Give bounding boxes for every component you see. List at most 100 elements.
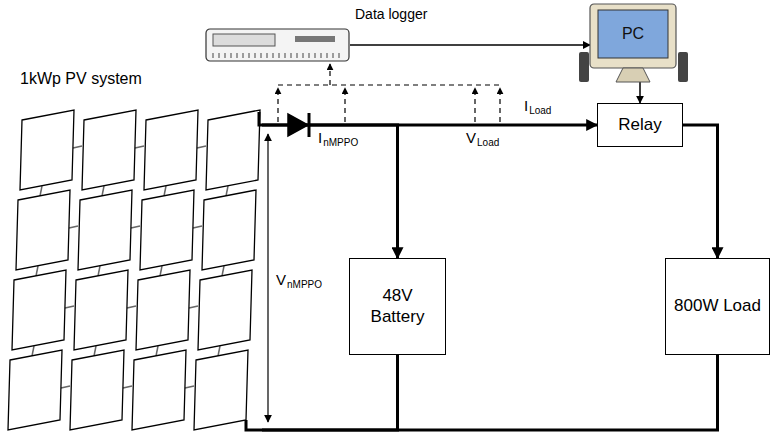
pv-panel [8,350,62,430]
monitor-screen [598,10,668,58]
logger-terminal [321,53,322,58]
pv-panels [0,70,262,436]
signal-subscript: nMPPO [323,138,358,148]
logger-body [206,29,349,61]
logger-slot [295,36,335,42]
logger-terminal [225,53,226,58]
node-text: PC [598,10,668,58]
pv-panel [20,110,74,190]
node-text: 48V Battery [356,286,439,327]
signal-link [639,82,641,103]
panel-link [189,306,198,308]
logger-terminal [237,53,238,58]
panel-link [222,266,224,276]
pv-panel [16,190,70,270]
power-wire [262,355,718,430]
dashed-line [499,88,500,122]
panel-link [36,266,38,276]
panel-link [135,146,144,148]
dashed-line [277,88,278,122]
node-text: Data logger [355,6,427,22]
dashed-line [344,88,345,122]
logger-terminal [315,53,316,58]
logger-terminal [267,53,268,58]
pv-panel [82,110,136,190]
logger-terminal [231,53,232,58]
panel-link [32,346,34,356]
dashed-line [278,84,500,85]
signal-subscript: Load [529,106,551,116]
power-wire [262,355,398,430]
monitor-bezel [590,4,676,68]
panel-link [61,386,70,388]
signal-symbol: I [524,98,528,113]
speaker [579,52,589,82]
logger-terminal [297,53,298,58]
panel-link [94,346,96,356]
pv-panel [136,270,190,350]
speaker [678,52,688,82]
pv-panel [194,350,248,430]
pv-array: 1kWp PV system [0,70,262,436]
signal-symbol: V [276,272,286,287]
logger-terminal [303,53,304,58]
voltage-dimension [267,134,268,422]
dashed-sense-lines [278,64,500,122]
relay-box: Relay [597,103,683,147]
pv-panel [202,190,256,270]
panel-link [127,306,136,308]
logger-terminal [279,53,280,58]
logger-device [205,28,350,62]
pv-output-wire [259,112,262,125]
signal-symbol: V [466,130,476,145]
signal-symbol: I [318,130,322,145]
panel-link [197,146,206,148]
logger-terminal [327,53,328,58]
pv-panel [12,270,66,350]
pv-panel [198,270,252,350]
panel-link [185,386,194,388]
power-wire [262,125,398,258]
node-text: Relay [618,115,661,135]
data-logger: Data logger [205,28,350,62]
panel-link [98,266,100,276]
pv-panel [140,190,194,270]
panel-link [73,146,82,148]
logger-terminal [291,53,292,58]
pv-panel [206,110,260,190]
dashed-line [474,88,475,122]
panel-link [69,226,78,228]
pv-panel [132,350,186,430]
dashed-line [329,64,330,85]
pc-computer: PC [578,0,698,88]
node-text: 1kWp PV system [20,70,142,88]
power-wire [262,124,597,127]
diode-triangle [288,114,308,136]
panel-link [226,186,228,196]
node-text: 800W Load [674,296,761,316]
logger-terminal [219,53,220,58]
monitor-base [616,68,650,82]
logger-terminal [243,53,244,58]
panel-link [218,346,220,356]
signal-subscript: Load [477,138,499,148]
panel-link [160,266,162,276]
panel-link [193,226,202,228]
pv-panel [70,350,124,430]
logger-terminal [273,53,274,58]
pv-panel [74,270,128,350]
panel-link [131,226,140,228]
signal-link [350,44,590,46]
panel-link [156,346,158,356]
power-wire [683,125,718,258]
panel-link [40,186,42,196]
diode-bar [308,113,311,137]
logger-terminal [249,53,250,58]
logger-terminal [285,53,286,58]
logger-terminal [333,53,334,58]
pv-panel [78,190,132,270]
pv-return-wire [246,420,262,430]
panel-link [164,186,166,196]
